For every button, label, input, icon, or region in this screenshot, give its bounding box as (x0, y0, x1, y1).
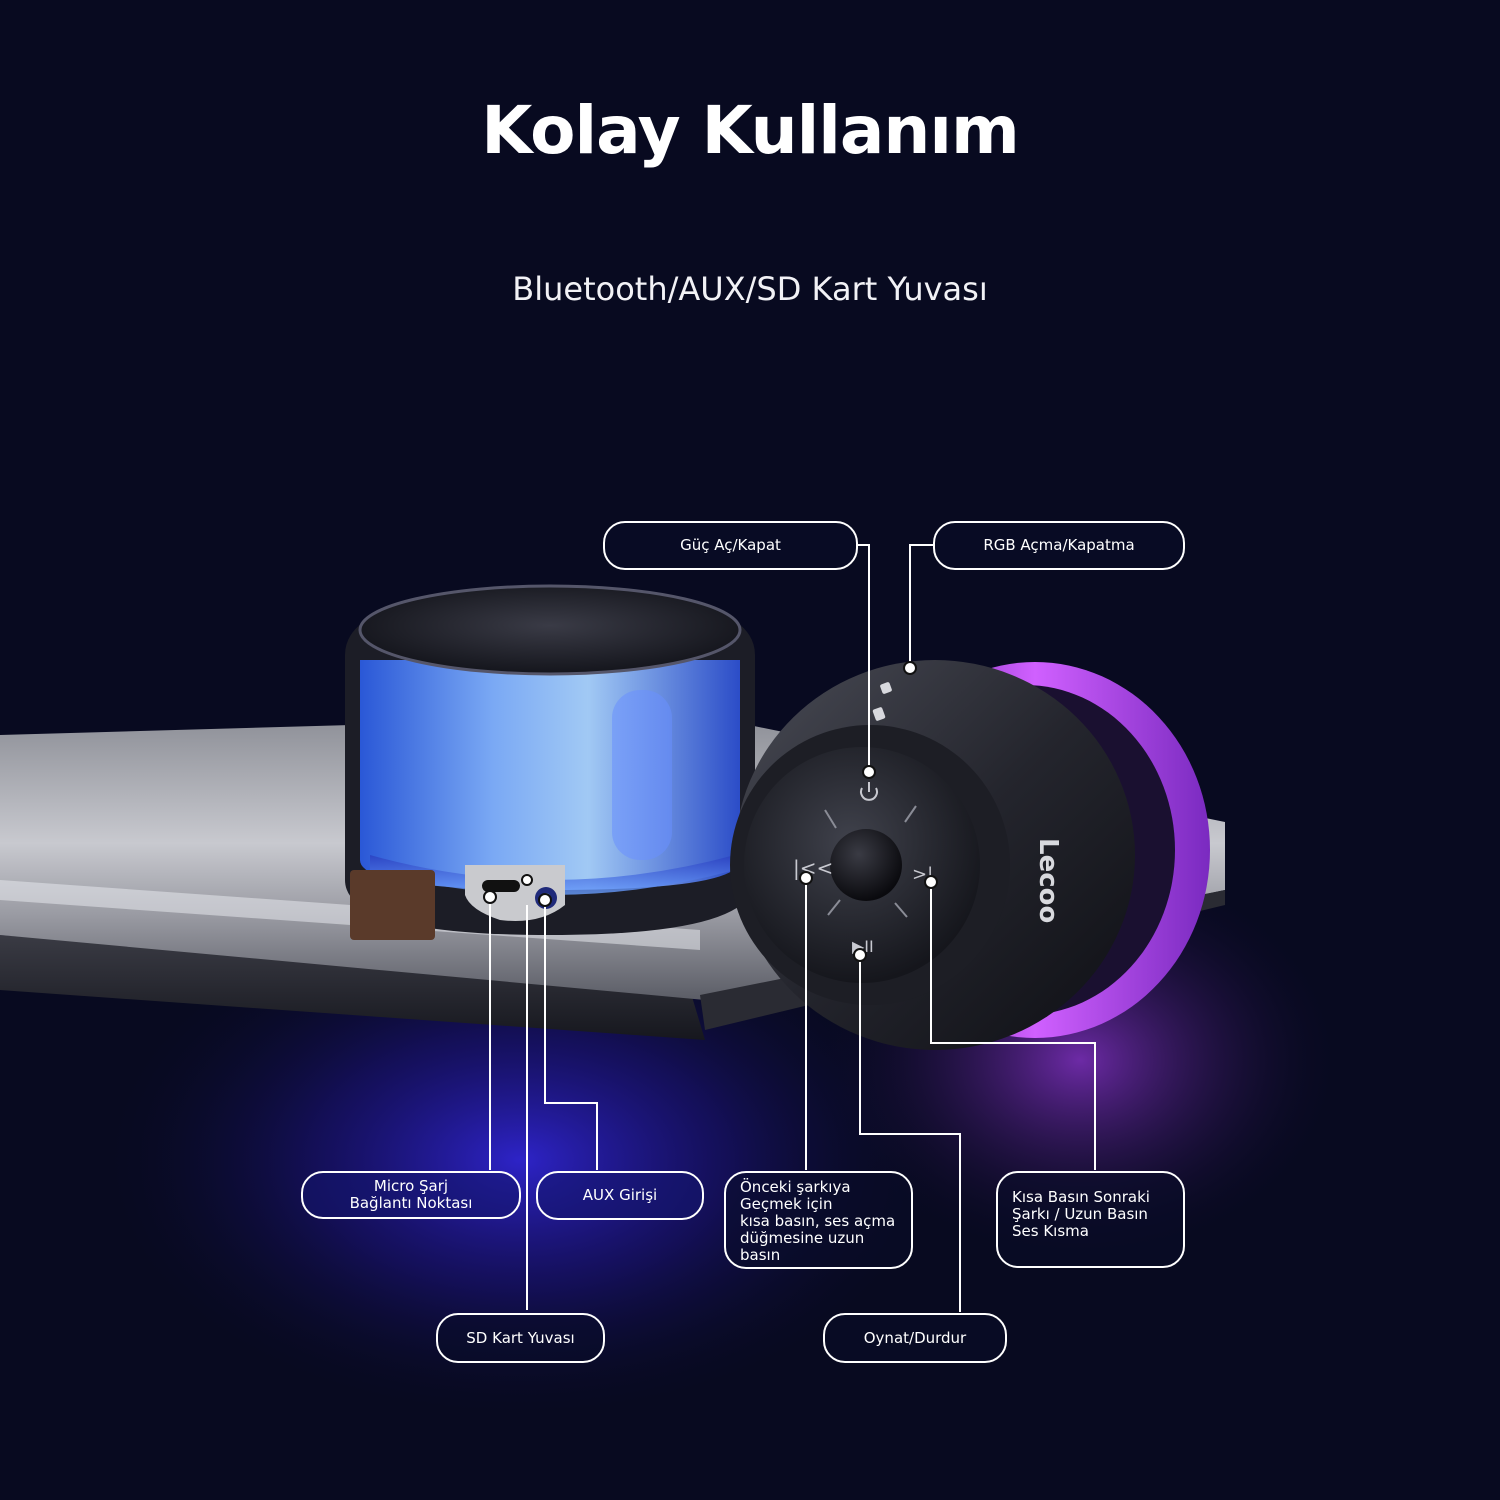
callout-aux-label: AUX Girişi (582, 1186, 658, 1204)
callout-next-label: Kısa Basın Sonraki Şarkı / Uzun Basın Se… (1012, 1188, 1150, 1240)
left-speaker (345, 584, 755, 940)
callout-previous-label: Önceki şarkıya Geçmek için kısa basın, s… (740, 1178, 896, 1264)
callout-micro-charge-label: Micro Şarj Bağlantı Noktası (349, 1177, 473, 1212)
page-subtitle: Bluetooth/AUX/SD Kart Yuvası (512, 270, 988, 308)
right-speaker: |<< >| ▶II (730, 660, 1210, 1050)
callout-play-pause: Oynat/Durdur (823, 1313, 1007, 1363)
callout-play-pause-label: Oynat/Durdur (863, 1328, 967, 1347)
callout-next: Kısa Basın Sonraki Şarkı / Uzun Basın Se… (996, 1171, 1185, 1268)
callout-previous: Önceki şarkıya Geçmek için kısa basın, s… (724, 1171, 913, 1269)
callout-sd-card: SD Kart Yuvası (436, 1313, 605, 1363)
callout-rgb-label: RGB Açma/Kapatma (983, 536, 1135, 554)
center-button (830, 829, 902, 901)
callout-power: Güç Aç/Kapat (603, 521, 858, 570)
leader-dots (483, 661, 938, 962)
previous-icon: |<< (793, 856, 833, 880)
micro-usb-port (482, 880, 520, 892)
callout-rgb: RGB Açma/Kapatma (933, 521, 1185, 570)
page-title: Kolay Kullanım (481, 92, 1020, 169)
callout-sd-card-label: SD Kart Yuvası (466, 1328, 575, 1347)
power-bank-side (0, 935, 705, 1040)
callout-micro-charge: Micro Şarj Bağlantı Noktası (301, 1171, 521, 1219)
leader-lines (489, 544, 1096, 1312)
power-icon (860, 782, 878, 801)
callout-aux: AUX Girişi (536, 1171, 704, 1220)
brand-logo: Lecoo (1033, 838, 1063, 923)
callout-power-label: Güç Aç/Kapat (680, 536, 781, 554)
